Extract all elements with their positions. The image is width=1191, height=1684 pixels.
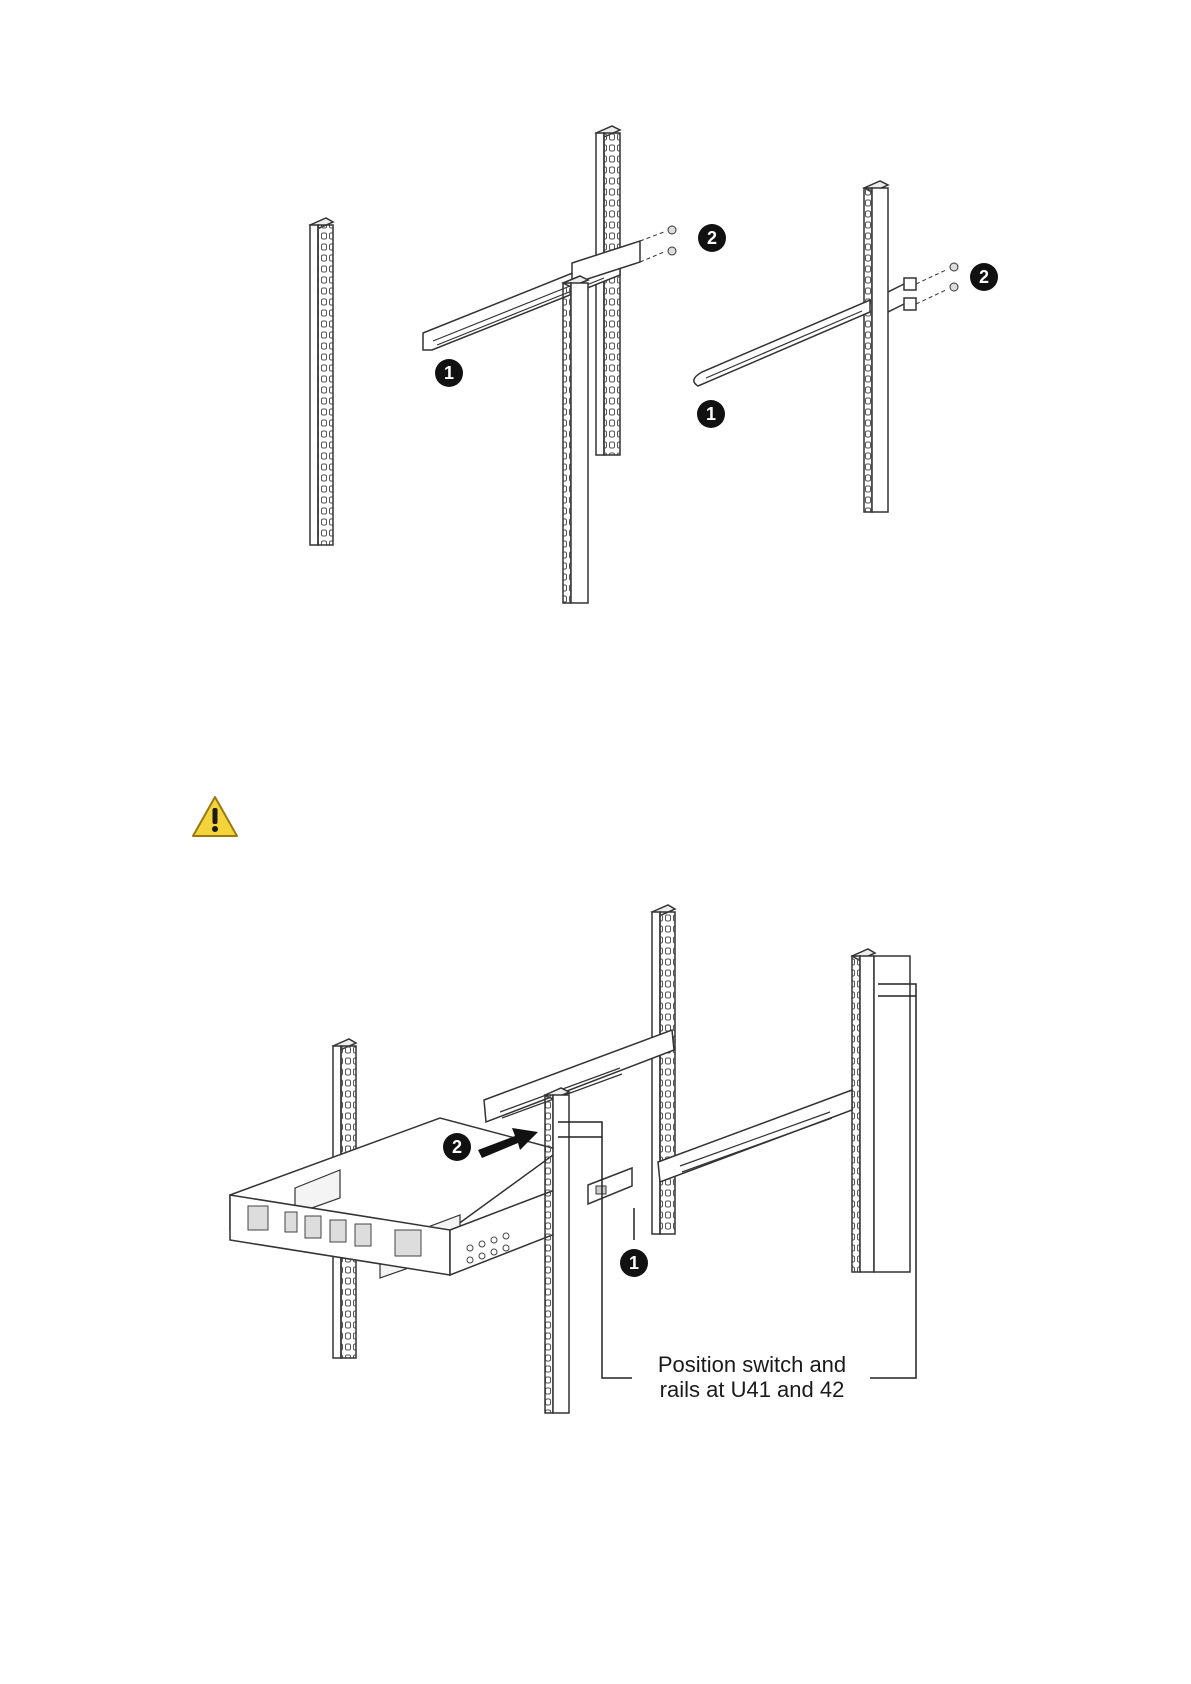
rail-install-diagram: 1 2 1 2 [0, 0, 1191, 640]
screw-icon [668, 226, 676, 255]
callout-badge: 1 [697, 400, 725, 428]
svg-text:1: 1 [706, 404, 716, 424]
rail-upper [484, 1030, 674, 1122]
rail-lower [658, 1090, 852, 1182]
warning-triangle-icon [191, 795, 239, 839]
callout-badge: 2 [443, 1133, 471, 1161]
rack-post-rear-center [596, 126, 620, 455]
svg-text:1: 1 [444, 363, 454, 383]
position-label-line1: Position switch and [658, 1352, 846, 1377]
callout-badge: 1 [435, 359, 463, 387]
svg-text:1: 1 [629, 1253, 639, 1273]
rail-bracket-left [423, 232, 664, 350]
svg-text:2: 2 [707, 228, 717, 248]
rack-post-rear-left [310, 218, 333, 545]
screw-icon [950, 263, 958, 291]
rail-bracket [588, 1168, 632, 1204]
callout-badge: 2 [970, 263, 998, 291]
switch-install-diagram: 2 1 Position switch and rails at U41 and… [0, 860, 1191, 1420]
rack-post-right [864, 181, 888, 512]
rail-bracket-right [694, 270, 946, 386]
position-label-line2: rails at U41 and 42 [660, 1377, 845, 1402]
svg-text:2: 2 [452, 1137, 462, 1157]
svg-text:2: 2 [979, 267, 989, 287]
rack-post-front-center [563, 276, 588, 603]
callout-badge: 2 [698, 224, 726, 252]
rack-post-rear-center [652, 905, 675, 1234]
rack-post-right [852, 949, 910, 1272]
callout-badge: 1 [620, 1249, 648, 1277]
